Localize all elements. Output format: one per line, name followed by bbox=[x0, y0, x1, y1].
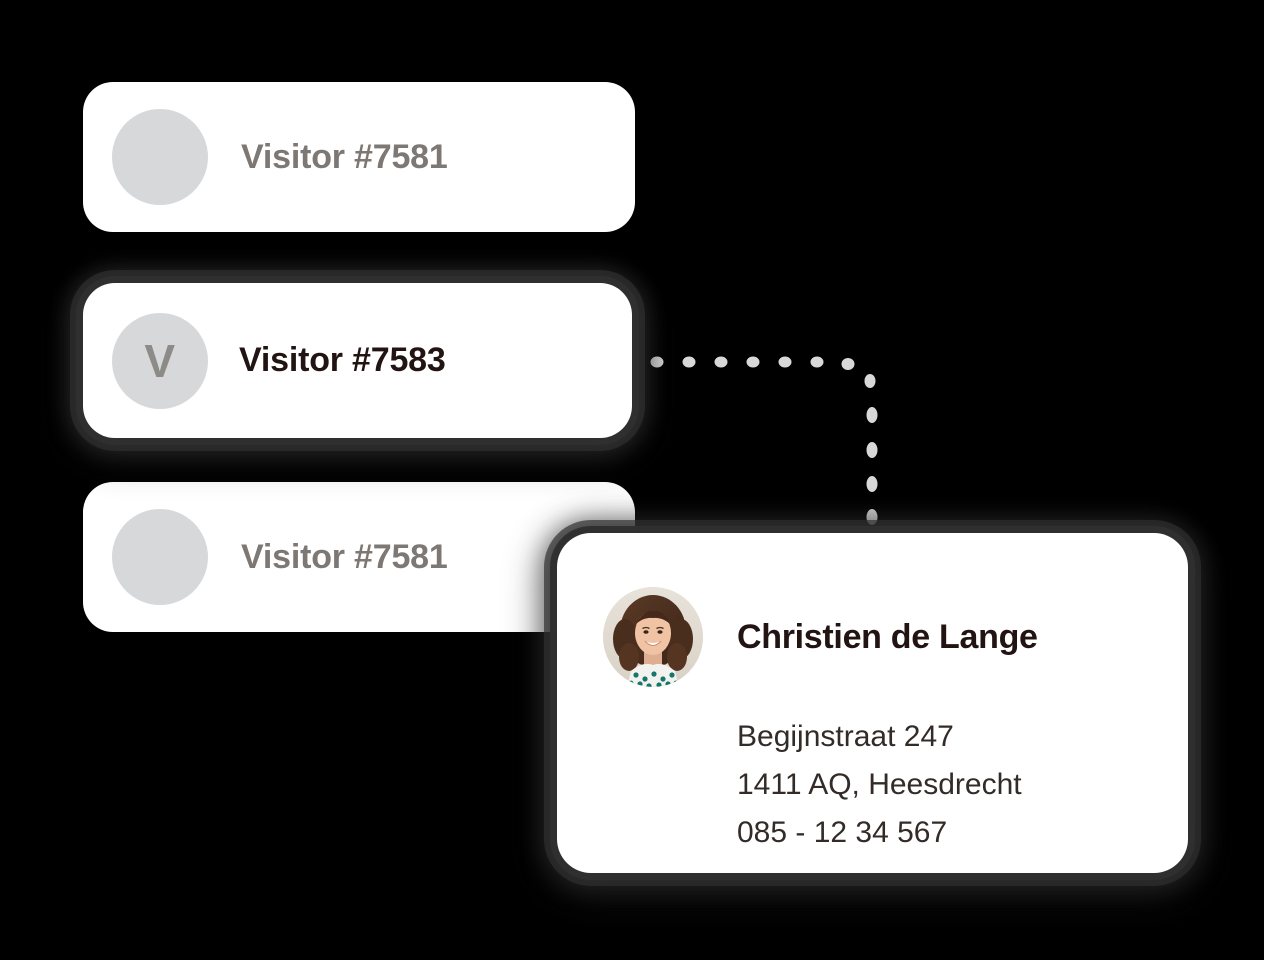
address-street: Begijnstraat 247 bbox=[737, 720, 954, 753]
contact-detail-card[interactable]: Christien de Lange Begijnstraat 247 1411… bbox=[557, 533, 1188, 873]
visitor-label: Visitor #7581 bbox=[241, 137, 448, 176]
visitor-list-item-1[interactable]: Visitor #7581 bbox=[83, 82, 635, 232]
avatar-initial: V bbox=[112, 312, 208, 409]
portrait-photo bbox=[603, 587, 703, 687]
visitor-list-item-2-selected[interactable]: V Visitor #7583 bbox=[83, 283, 632, 438]
visitor-label: Visitor #7581 bbox=[241, 537, 448, 576]
address-city: 1411 AQ, Heesdrecht bbox=[737, 768, 1022, 801]
contact-address-block: Begijnstraat 247 1411 AQ, Heesdrecht 085… bbox=[737, 713, 1022, 857]
dotted-connector-line bbox=[650, 356, 878, 525]
avatar bbox=[112, 509, 208, 605]
phone-number: 085 - 12 34 567 bbox=[737, 816, 948, 849]
contact-name: Christien de Lange bbox=[737, 617, 1038, 656]
contact-header: Christien de Lange bbox=[603, 587, 1038, 687]
visitor-list-item-3[interactable]: Visitor #7581 bbox=[83, 482, 635, 632]
avatar bbox=[112, 109, 208, 205]
visitor-label: Visitor #7583 bbox=[239, 341, 446, 379]
